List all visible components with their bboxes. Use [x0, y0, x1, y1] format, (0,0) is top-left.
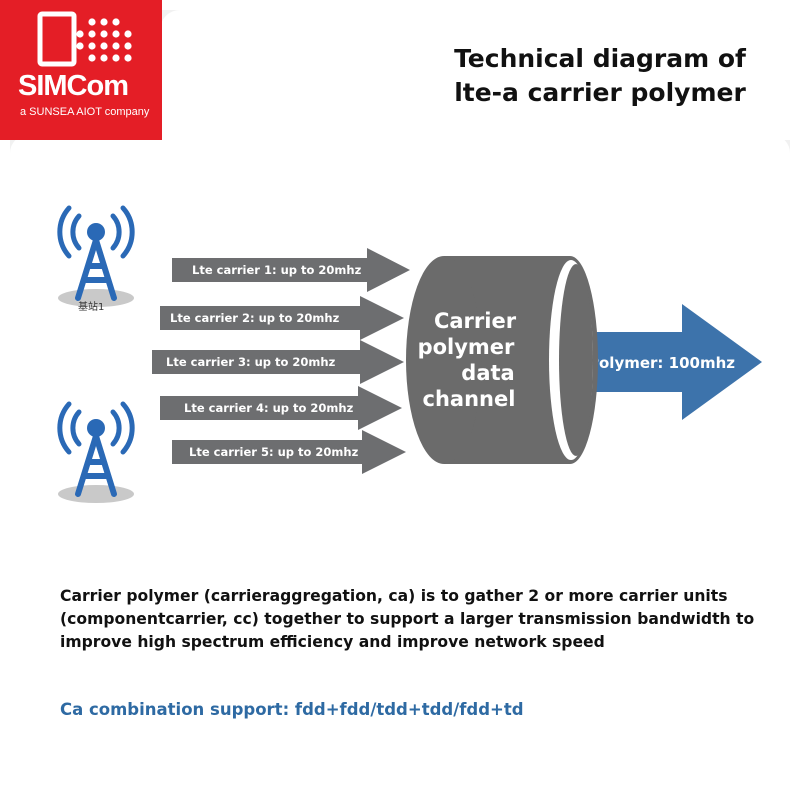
- base-station-label: 基站1: [78, 300, 104, 313]
- channel-label-line-3: data: [461, 361, 514, 385]
- channel-label-line-1: Carrier: [434, 309, 517, 333]
- radio-tower-icon: [57, 401, 135, 497]
- header-panel: [160, 10, 790, 140]
- carrier-arrow-1: Lte carrier 1: up to 20mhz: [172, 248, 410, 292]
- carrier-arrow-4: Lte carrier 4: up to 20mhz: [160, 386, 402, 430]
- description-text: Carrier polymer (carrieraggregation, ca)…: [60, 587, 755, 651]
- base-station-2: [57, 401, 135, 503]
- content-panel: [10, 135, 790, 790]
- ca-combination-support: Ca combination support: fdd+fdd/tdd+tdd/…: [60, 700, 524, 719]
- logo-dots-icon: [37, 11, 132, 67]
- carrier-arrow-3: Lte carrier 3: up to 20mhz: [152, 340, 404, 384]
- carrier-label: Lte carrier 1: up to 20mhz: [192, 263, 362, 277]
- output-label: Polymer: 100mhz: [588, 354, 735, 372]
- carrier-label: Lte carrier 3: up to 20mhz: [166, 355, 336, 369]
- carrier-label: Lte carrier 4: up to 20mhz: [184, 401, 354, 415]
- channel-label-line-2: polymer: [418, 335, 515, 359]
- simcom-logo: SIMCom a SUNSEA AIOT company: [0, 0, 162, 140]
- title-line-1: Technical diagram of: [454, 44, 746, 73]
- cylinder-cap: [559, 264, 593, 456]
- channel-label-line-4: channel: [423, 387, 516, 411]
- cylinder-back: [406, 256, 482, 464]
- title-line-2: lte-a carrier polymer: [454, 78, 746, 107]
- page-title: Technical diagram of lte-a carrier polym…: [430, 42, 770, 110]
- carrier-label: Lte carrier 2: up to 20mhz: [170, 311, 340, 325]
- output-arrow: Polymer: 100mhz: [575, 304, 762, 420]
- antenna-icon: [87, 419, 105, 437]
- radio-tower-icon: [57, 205, 135, 301]
- carrier-arrow-2: Lte carrier 2: up to 20mhz: [160, 296, 404, 340]
- base-station-1: 基站1: [57, 205, 135, 313]
- antenna-icon: [87, 223, 105, 241]
- carrier-polymer-channel: Carrier polymer data channel: [406, 256, 598, 464]
- logo-tagline: a SUNSEA AIOT company: [20, 106, 150, 118]
- carrier-arrow-5: Lte carrier 5: up to 20mhz: [172, 430, 406, 474]
- tower-shadow: [58, 485, 134, 503]
- logo-wordmark: SIMCom: [18, 70, 129, 102]
- carrier-label: Lte carrier 5: up to 20mhz: [189, 445, 359, 459]
